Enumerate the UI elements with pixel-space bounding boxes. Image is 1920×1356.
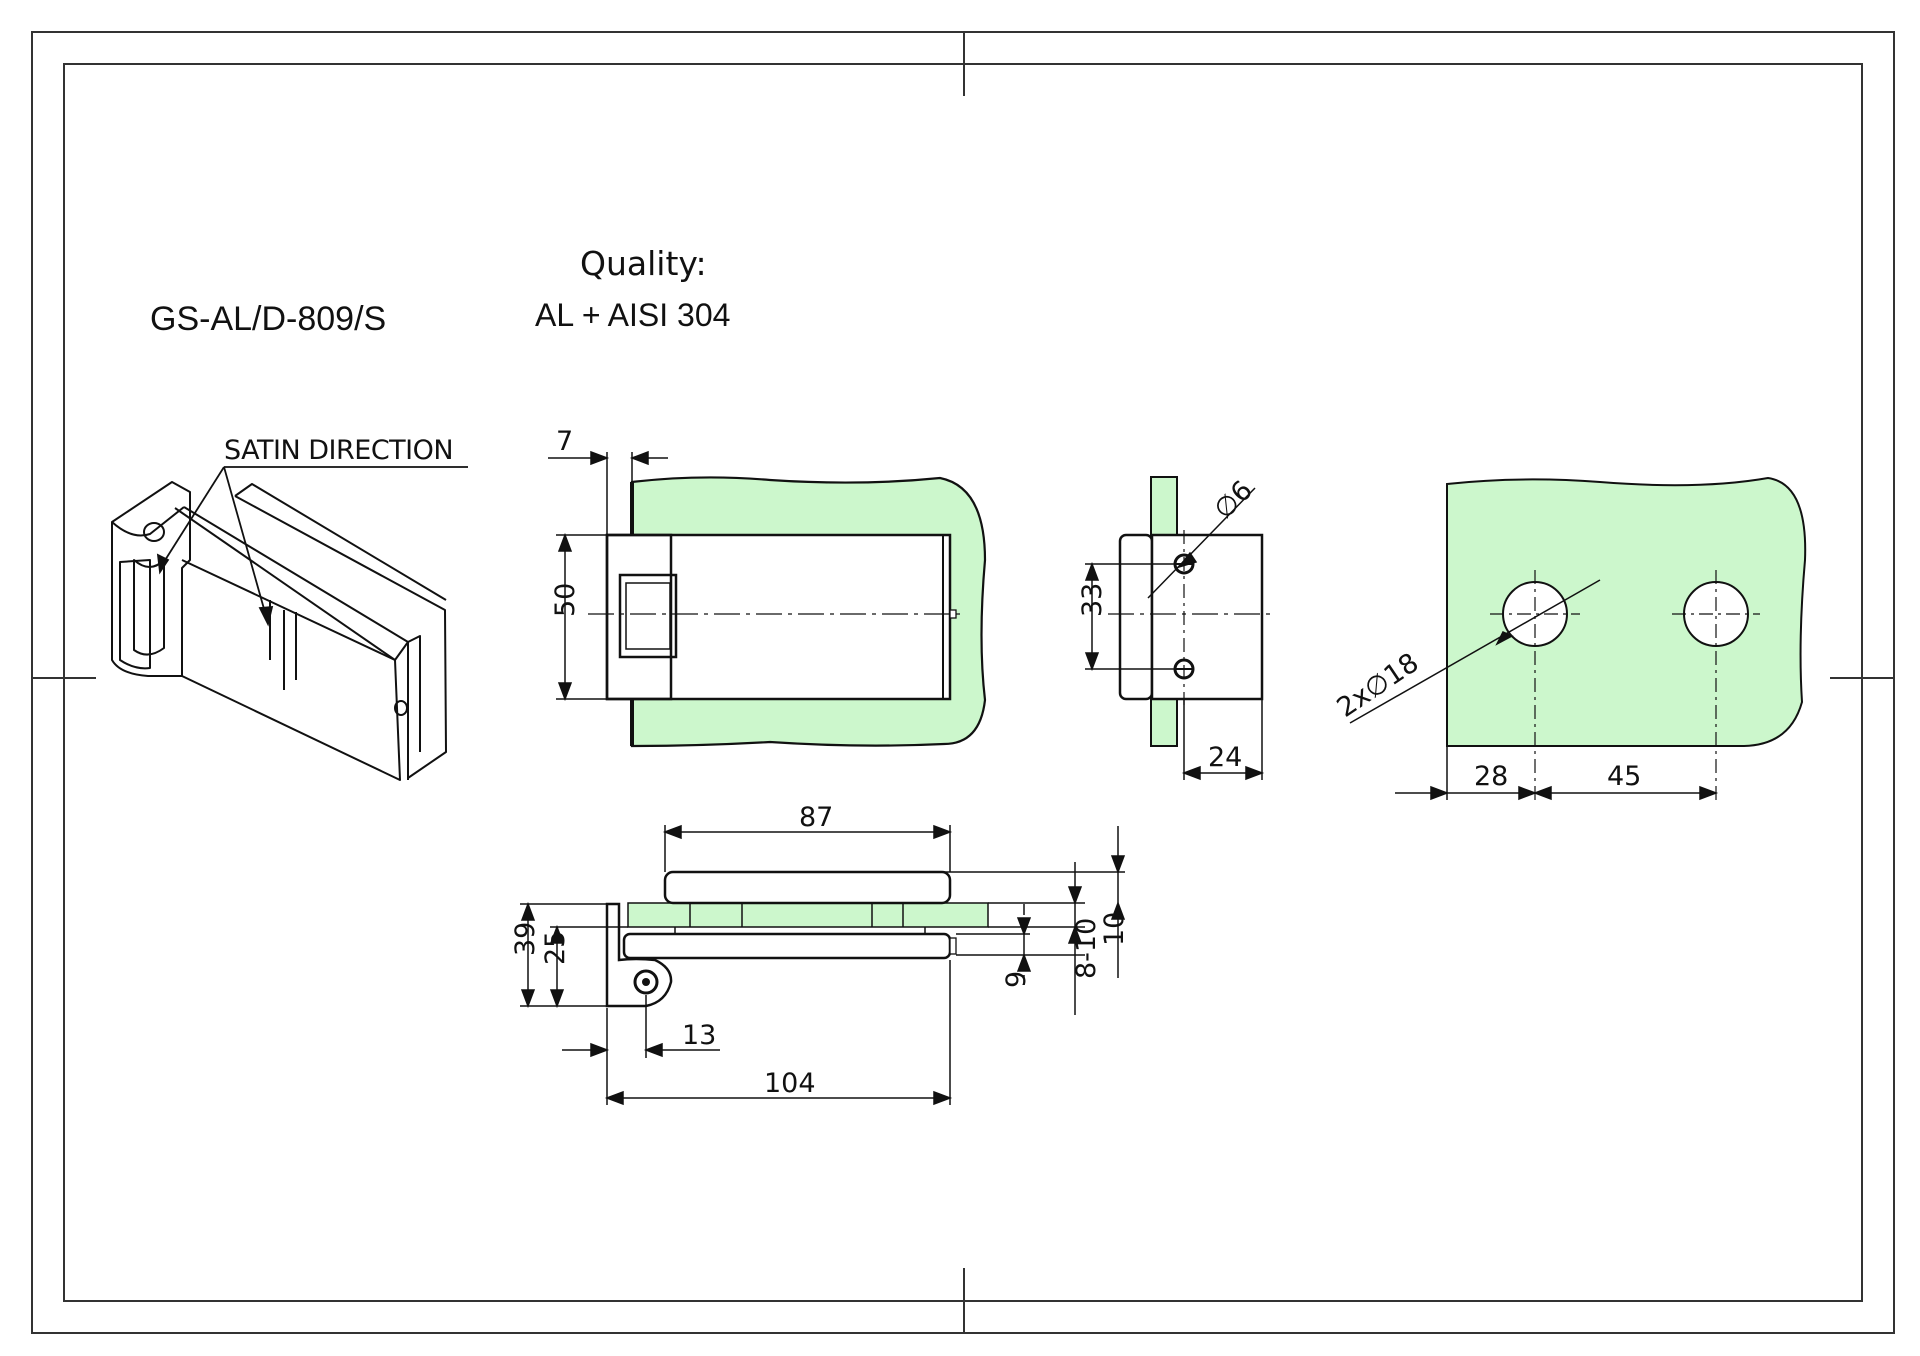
satin-direction-leaders bbox=[156, 466, 468, 627]
top-view bbox=[605, 870, 989, 1008]
drawing-frame bbox=[31, 31, 1895, 1334]
glass-cutout-panel bbox=[1446, 476, 1807, 747]
dim-front-offset: 7 bbox=[556, 426, 573, 457]
glass-cutout-dimensions bbox=[1349, 579, 1719, 801]
dim-upper-thickness: 10 bbox=[1099, 912, 1130, 946]
top-view-dimensions bbox=[520, 824, 1126, 1106]
front-view-dimensions bbox=[548, 450, 668, 702]
dim-hole-diameter: ∅6 bbox=[1208, 475, 1259, 526]
quality-label: Quality: bbox=[580, 244, 707, 283]
dim-hole-spacing: 33 bbox=[1077, 583, 1108, 617]
dim-front-height: 50 bbox=[550, 583, 581, 617]
dim-total-length: 104 bbox=[764, 1068, 816, 1099]
side-view bbox=[1108, 476, 1275, 747]
dim-lower-gap: 9 bbox=[1001, 971, 1032, 988]
side-view-dimensions bbox=[1084, 487, 1265, 781]
dim-pivot-offset: 13 bbox=[682, 1020, 716, 1051]
dim-overall-height: 39 bbox=[510, 922, 541, 956]
glass-cutout-view bbox=[1446, 476, 1807, 800]
dim-cutout-holes: 2x∅18 bbox=[1332, 647, 1425, 724]
quality-value: AL + AISI 304 bbox=[535, 297, 731, 333]
satin-direction-label: SATIN DIRECTION bbox=[224, 435, 454, 466]
dim-plate-length: 87 bbox=[799, 802, 833, 833]
dim-edge-to-hole: 28 bbox=[1474, 761, 1508, 792]
dim-glass-thickness: 8-10 bbox=[1071, 918, 1102, 979]
dim-hole-to-hole: 45 bbox=[1607, 761, 1641, 792]
top-glass-band bbox=[627, 902, 989, 928]
isometric-hinge-view bbox=[111, 481, 447, 781]
front-view bbox=[588, 476, 987, 748]
product-code: GS-AL/D-809/S bbox=[150, 300, 387, 338]
dim-body-height: 25 bbox=[540, 931, 571, 965]
dim-side-depth: 24 bbox=[1208, 742, 1242, 773]
